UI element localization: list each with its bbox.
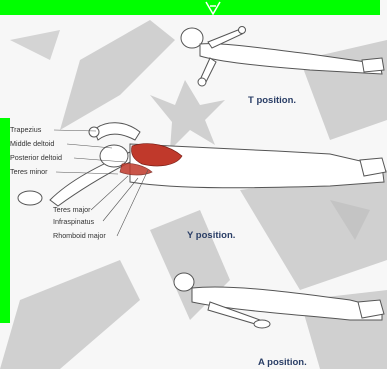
a-position-label: A position.	[258, 357, 307, 368]
label-teres-minor: Teres minor	[10, 168, 48, 175]
label-teres-major: Teres major	[53, 206, 91, 213]
label-trapezius: Trapezius	[10, 126, 41, 133]
label-infraspinatus: Infraspinatus	[53, 218, 94, 225]
label-rhomboid-major: Rhomboid major	[53, 232, 106, 239]
y-position-label: Y position.	[187, 230, 235, 241]
label-middle-deltoid: Middle deltoid	[10, 140, 54, 147]
label-posterior-deltoid: Posterior deltoid	[10, 154, 62, 161]
t-position-label: T position.	[248, 95, 296, 106]
